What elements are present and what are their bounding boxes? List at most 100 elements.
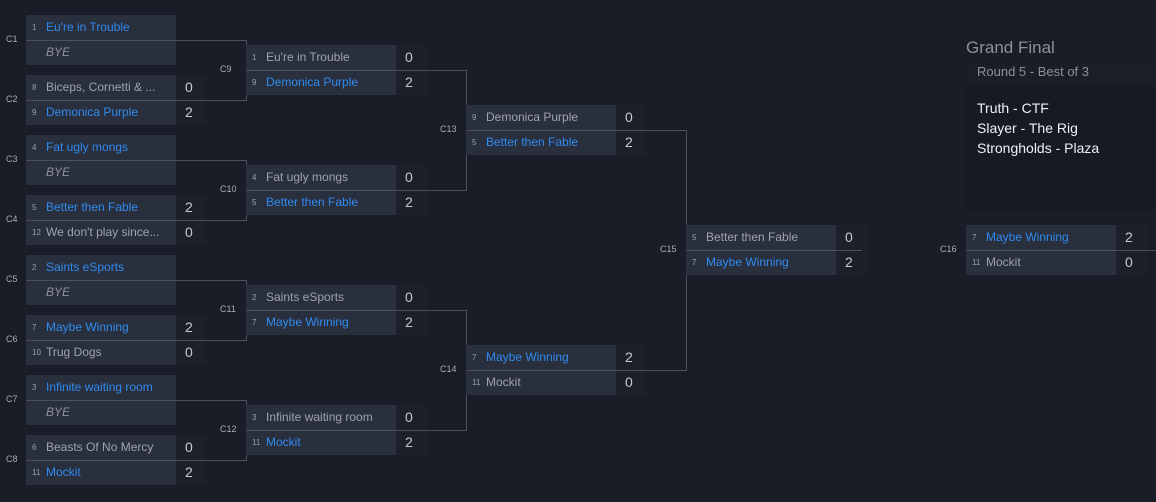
match-label: C6: [6, 334, 18, 344]
team-seed: 2: [32, 263, 37, 272]
map-item: Slayer - The Rig: [977, 120, 1078, 136]
team-seed: 7: [972, 233, 977, 242]
team-seed: 6: [32, 443, 37, 452]
match-label: C4: [6, 214, 18, 224]
team-seed: 11: [972, 258, 981, 267]
team-name: Better then Fable: [266, 195, 359, 209]
team-name: Eu're in Trouble: [266, 50, 350, 64]
team-score: 2: [396, 70, 426, 95]
connector-line: [26, 460, 246, 461]
team-row[interactable]: 5 Better then Fable: [246, 190, 396, 215]
team-name: BYE: [46, 165, 71, 179]
team-name: Maybe Winning: [486, 350, 569, 364]
team-name: Better then Fable: [486, 135, 579, 149]
match-label: C1: [6, 34, 18, 44]
team-seed: 9: [32, 108, 37, 117]
team-score: 2: [176, 100, 206, 125]
connector-line: [246, 190, 466, 191]
team-seed: 11: [472, 378, 481, 387]
team-name: Maybe Winning: [46, 320, 129, 334]
team-score: 0: [176, 220, 206, 245]
team-name: Fat ugly mongs: [266, 170, 349, 184]
team-score: 0: [396, 405, 426, 430]
team-seed: 8: [32, 83, 37, 92]
team-seed: 4: [252, 173, 257, 182]
team-row[interactable]: BYE: [26, 160, 176, 185]
team-name: We don't play since...: [46, 225, 160, 239]
connector-line: [246, 430, 466, 431]
team-score: 2: [396, 430, 426, 455]
team-name: Infinite waiting room: [46, 380, 153, 394]
team-seed: 5: [472, 138, 477, 147]
connector-line: [26, 400, 246, 401]
map-item: Truth - CTF: [977, 100, 1049, 116]
team-row[interactable]: BYE: [26, 280, 176, 305]
match-label: C7: [6, 394, 18, 404]
match-label: C10: [220, 184, 237, 194]
team-name: Saints eSports: [266, 290, 345, 304]
team-row[interactable]: 2 Saints eSports: [26, 255, 176, 280]
team-score: 0: [176, 435, 206, 460]
team-seed: 7: [32, 323, 37, 332]
connector-line: [246, 70, 466, 71]
team-row[interactable]: 5 Better then Fable: [466, 130, 616, 155]
match-label: C3: [6, 154, 18, 164]
connector-line: [26, 340, 246, 341]
team-seed: 1: [252, 53, 257, 62]
team-score: 2: [616, 130, 646, 155]
team-name: Maybe Winning: [706, 255, 789, 269]
match-label: C14: [440, 364, 457, 374]
team-row[interactable]: 9 Demonica Purple: [26, 100, 176, 125]
team-row[interactable]: BYE: [26, 400, 176, 425]
team-row[interactable]: 3 Infinite waiting room: [26, 375, 176, 400]
match-label: C9: [220, 64, 232, 74]
team-row[interactable]: 7 Maybe Winning: [26, 315, 176, 340]
team-score: 0: [616, 105, 646, 130]
team-name: Demonica Purple: [46, 105, 139, 119]
team-score: 0: [396, 285, 426, 310]
team-seed: 4: [32, 143, 37, 152]
team-name: Saints eSports: [46, 260, 125, 274]
team-name: Eu're in Trouble: [46, 20, 130, 34]
grand-final-subtitle-bar: [966, 62, 1156, 86]
team-seed: 9: [252, 78, 257, 87]
match-label: C8: [6, 454, 18, 464]
team-row[interactable]: BYE: [26, 40, 176, 65]
team-row[interactable]: 1 Eu're in Trouble: [246, 45, 396, 70]
team-name: Demonica Purple: [486, 110, 579, 124]
team-score: 2: [836, 250, 866, 275]
team-seed: 11: [32, 468, 41, 477]
team-seed: 10: [32, 348, 41, 357]
team-seed: 5: [252, 198, 257, 207]
team-row[interactable]: 4 Fat ugly mongs: [246, 165, 396, 190]
team-seed: 3: [32, 383, 37, 392]
